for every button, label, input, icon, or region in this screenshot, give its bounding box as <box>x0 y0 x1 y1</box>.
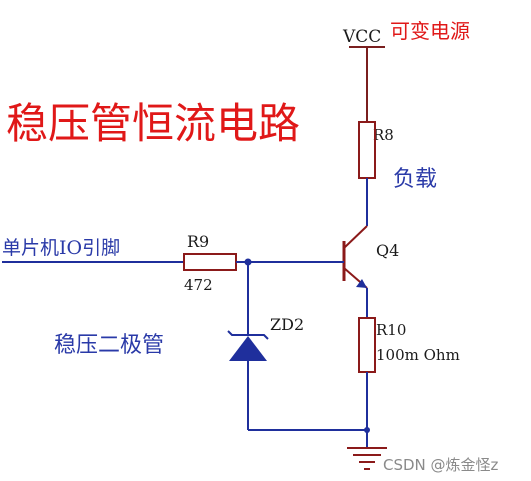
zener-ref: ZD2 <box>270 315 304 334</box>
load-note: 负载 <box>393 167 437 192</box>
q4-ref: Q4 <box>376 241 399 260</box>
ground-icon <box>347 447 387 470</box>
zener-note: 稳压二极管 <box>54 333 164 358</box>
vcc-label: VCC <box>342 27 381 47</box>
r8-ref: R8 <box>373 126 394 144</box>
input-label: 单片机IO引脚 <box>2 237 120 259</box>
r10-value: 100m Ohm <box>376 346 460 364</box>
r9-ref: R9 <box>187 232 209 251</box>
zener-cathode-bar <box>227 330 269 340</box>
q4-collector <box>343 225 368 249</box>
watermark: CSDN @炼金怪z <box>383 456 499 474</box>
r10-resistor <box>358 317 376 373</box>
r9-resistor <box>183 253 237 271</box>
r10-ref: R10 <box>376 321 406 339</box>
circuit-title: 稳压管恒流电路 <box>6 99 300 148</box>
vcc-note: 可变电源 <box>390 19 470 43</box>
q4-emitter-arrow <box>356 279 367 288</box>
zener-triangle <box>229 336 267 361</box>
ground-junction-node <box>364 427 370 433</box>
r9-value: 472 <box>184 276 213 294</box>
